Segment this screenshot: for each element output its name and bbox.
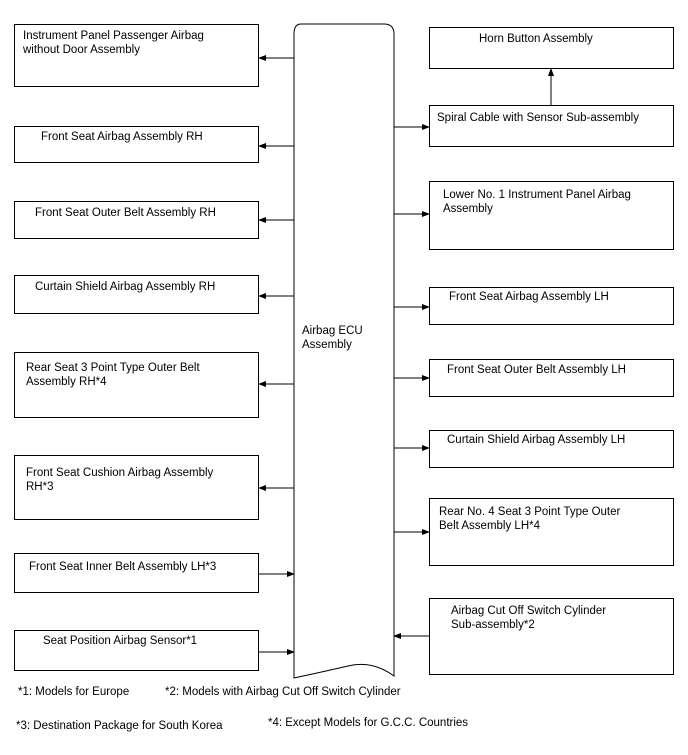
box-passenger-airbag: Instrument Panel Passenger Airbag withou… — [14, 24, 259, 87]
box-label: Airbag Cut Off Switch Cylinder Sub-assem… — [451, 605, 607, 631]
footnote-4: *4: Except Models for G.C.C. Countries — [268, 717, 469, 729]
box-rear-seat-outer-belt-rh: Rear Seat 3 Point Type Outer Belt Assemb… — [14, 352, 259, 418]
box-curtain-shield-rh: Curtain Shield Airbag Assembly RH — [14, 275, 259, 314]
footnote-1: *1: Models for Europe — [18, 686, 130, 698]
box-front-seat-airbag-lh: Front Seat Airbag Assembly LH — [429, 287, 674, 325]
box-label: Rear Seat 3 Point Type Outer Belt Assemb… — [26, 362, 200, 388]
box-label: Front Seat Airbag Assembly RH — [41, 131, 203, 143]
box-label: Front Seat Cushion Airbag Assembly RH*3 — [26, 467, 214, 493]
box-label: Curtain Shield Airbag Assembly LH — [447, 434, 626, 446]
box-label: Curtain Shield Airbag Assembly RH — [35, 281, 216, 293]
box-label: Rear No. 4 Seat 3 Point Type Outer Belt … — [439, 506, 621, 532]
box-horn-button: Horn Button Assembly — [429, 27, 674, 69]
ecu-label: Airbag ECU Assembly — [302, 325, 363, 351]
box-rear-no4-outer-belt-lh: Rear No. 4 Seat 3 Point Type Outer Belt … — [429, 498, 674, 566]
box-curtain-shield-lh: Curtain Shield Airbag Assembly LH — [429, 430, 674, 468]
box-label: Spiral Cable with Sensor Sub-assembly — [437, 112, 639, 124]
box-label: Front Seat Airbag Assembly LH — [449, 291, 609, 303]
box-front-seat-airbag-rh: Front Seat Airbag Assembly RH — [14, 126, 259, 163]
box-label: Front Seat Outer Belt Assembly LH — [447, 364, 626, 376]
box-lower-instrument-airbag: Lower No. 1 Instrument Panel Airbag Asse… — [429, 181, 674, 250]
box-label: Front Seat Inner Belt Assembly LH*3 — [29, 561, 217, 573]
box-label: Front Seat Outer Belt Assembly RH — [35, 207, 216, 219]
box-label: Horn Button Assembly — [479, 33, 593, 45]
box-front-seat-outer-belt-rh: Front Seat Outer Belt Assembly RH — [14, 201, 259, 239]
box-label: Instrument Panel Passenger Airbag withou… — [23, 30, 204, 56]
box-label: Lower No. 1 Instrument Panel Airbag Asse… — [443, 189, 631, 215]
footnote-2: *2: Models with Airbag Cut Off Switch Cy… — [165, 686, 401, 698]
box-front-seat-outer-belt-lh: Front Seat Outer Belt Assembly LH — [429, 359, 674, 397]
footnote-3: *3: Destination Package for South Korea — [16, 720, 223, 732]
box-inner-belt-lh: Front Seat Inner Belt Assembly LH*3 — [14, 553, 259, 593]
ecu-outline — [293, 23, 395, 679]
box-seat-position-sensor: Seat Position Airbag Sensor*1 — [14, 630, 259, 671]
box-label: Seat Position Airbag Sensor*1 — [43, 635, 198, 647]
box-cushion-airbag-rh: Front Seat Cushion Airbag Assembly RH*3 — [14, 455, 259, 520]
box-cut-off-switch: Airbag Cut Off Switch Cylinder Sub-assem… — [429, 598, 674, 675]
box-spiral-cable: Spiral Cable with Sensor Sub-assembly — [429, 105, 674, 147]
